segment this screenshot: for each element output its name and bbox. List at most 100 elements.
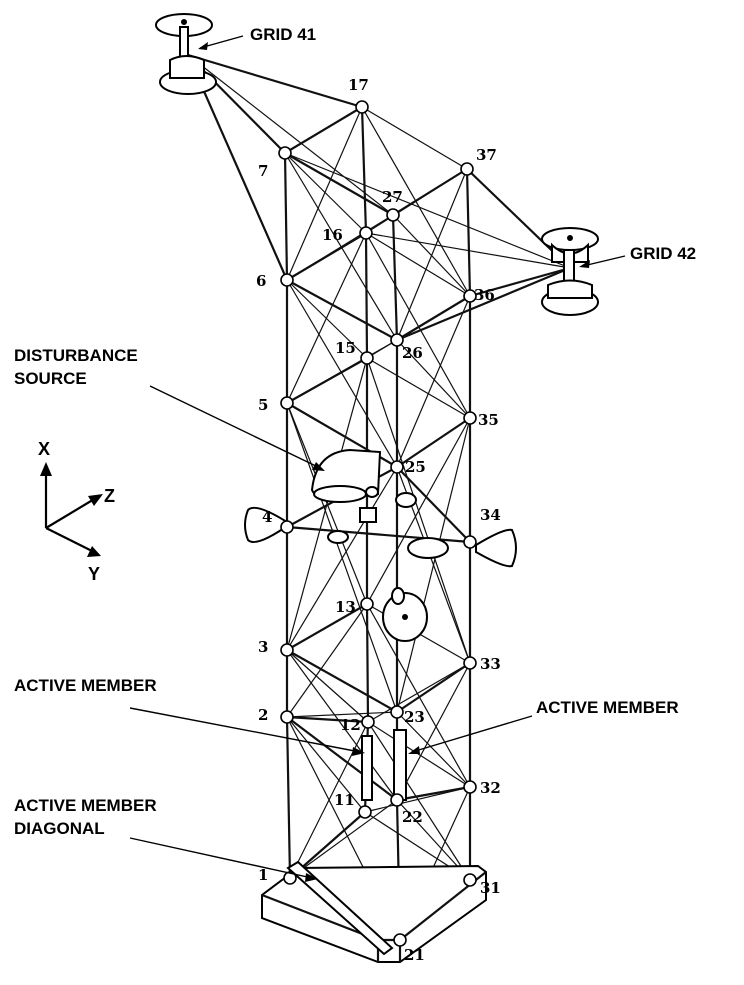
truss-member (187, 53, 363, 109)
truss-member (286, 603, 368, 651)
node-label-32: 32 (480, 779, 501, 797)
grid-41-assembly (155, 13, 217, 95)
disturbance-source-device (310, 448, 417, 523)
truss-member (392, 214, 471, 297)
node-label-13: 13 (335, 598, 356, 616)
node-joint-5 (280, 396, 294, 410)
node-label-2: 2 (258, 706, 268, 724)
node-label-11: 11 (334, 791, 355, 809)
node-label-16: 16 (322, 226, 343, 244)
node-label-6: 6 (256, 272, 266, 290)
truss-member (367, 721, 471, 881)
node-joint-34 (463, 535, 477, 549)
truss-member (286, 711, 398, 718)
truss-member (366, 603, 471, 788)
node-joint-33 (463, 656, 477, 670)
truss-member (360, 106, 368, 234)
node-label-5: 5 (258, 396, 268, 414)
node-joint-15 (360, 351, 374, 365)
truss-member (396, 662, 471, 713)
node-joint-23 (390, 705, 404, 719)
grid-42-assembly (541, 227, 599, 316)
truss-member (286, 402, 368, 605)
node-label-15: 15 (335, 339, 356, 357)
node-label-27: 27 (382, 188, 403, 206)
node-label-26: 26 (402, 344, 423, 362)
node-labels: 1234567111213151617212223252627313233343… (256, 76, 501, 964)
truss-member (286, 279, 368, 359)
truss-member (286, 649, 369, 723)
node-label-12: 12 (340, 716, 361, 734)
node-joint-1 (283, 871, 297, 885)
disturbance-label-line1: DISTURBANCE (14, 346, 138, 365)
node-label-17: 17 (348, 76, 369, 94)
truss-member (284, 152, 398, 341)
side-pod-right (475, 528, 517, 568)
truss-member (361, 106, 468, 170)
axis-z-label: Z (104, 486, 115, 506)
truss-member (283, 152, 289, 281)
node-label-25: 25 (405, 458, 426, 476)
truss-members (186, 53, 571, 941)
node-joint-36 (463, 289, 477, 303)
truss-member (286, 603, 368, 718)
grid-41-label: GRID 41 (250, 25, 316, 44)
node-joint-16 (359, 226, 373, 240)
active-member-diagonal-strut (286, 860, 394, 956)
truss-member (396, 785, 471, 802)
truss-member (396, 168, 468, 341)
truss-member (367, 662, 471, 723)
node-label-22: 22 (402, 808, 423, 826)
truss-member (365, 232, 471, 419)
truss-member (289, 799, 398, 879)
node-label-34: 34 (480, 506, 501, 524)
node-joint-17 (355, 100, 369, 114)
truss-member (365, 168, 468, 234)
truss-member (396, 295, 471, 468)
node-joint-4 (280, 520, 294, 534)
active-member-right-label: ACTIVE MEMBER (536, 698, 679, 717)
node-joint-2 (280, 710, 294, 724)
truss-member (396, 466, 471, 543)
node-joint-6 (280, 273, 294, 287)
truss-joints (278, 100, 477, 947)
node-label-7: 7 (258, 162, 268, 180)
node-label-33: 33 (480, 655, 501, 673)
node-joint-13 (360, 597, 374, 611)
grid-42-label: GRID 42 (630, 244, 696, 263)
truss-parts (155, 13, 599, 963)
node-label-36: 36 (474, 286, 495, 304)
node-label-35: 35 (478, 411, 499, 429)
truss-member (365, 232, 571, 269)
truss-member (364, 232, 369, 359)
active-member-left-label: ACTIVE MEMBER (14, 676, 157, 695)
node-joint-35 (463, 411, 477, 425)
axis-x-label: X (38, 439, 50, 459)
truss-member (361, 106, 471, 297)
disturbance-label-line2: SOURCE (14, 369, 87, 388)
diagonal-label-line1: ACTIVE MEMBER (14, 796, 157, 815)
truss-member (285, 716, 292, 879)
node-joint-21 (393, 933, 407, 947)
deck-device (407, 537, 449, 559)
base-plate-edge (261, 871, 487, 942)
truss-member (286, 279, 398, 468)
truss-member (366, 357, 471, 664)
truss-member (286, 716, 366, 813)
truss-member (396, 266, 571, 342)
node-joint-27 (386, 208, 400, 222)
truss-member (365, 603, 370, 723)
truss-member (284, 152, 394, 216)
deck-device (327, 530, 349, 544)
node-label-4: 4 (262, 508, 272, 526)
node-joint-25 (390, 460, 404, 474)
node-label-21: 21 (404, 946, 425, 964)
truss-member (396, 339, 471, 419)
node-label-37: 37 (476, 146, 497, 164)
truss-member (187, 54, 394, 216)
node-joint-31 (463, 873, 477, 887)
truss-member (366, 357, 471, 419)
callout-active-member-diagonal: ACTIVE MEMBER DIAGONAL (14, 796, 318, 882)
truss-member (286, 716, 398, 801)
truss-member (284, 152, 367, 234)
